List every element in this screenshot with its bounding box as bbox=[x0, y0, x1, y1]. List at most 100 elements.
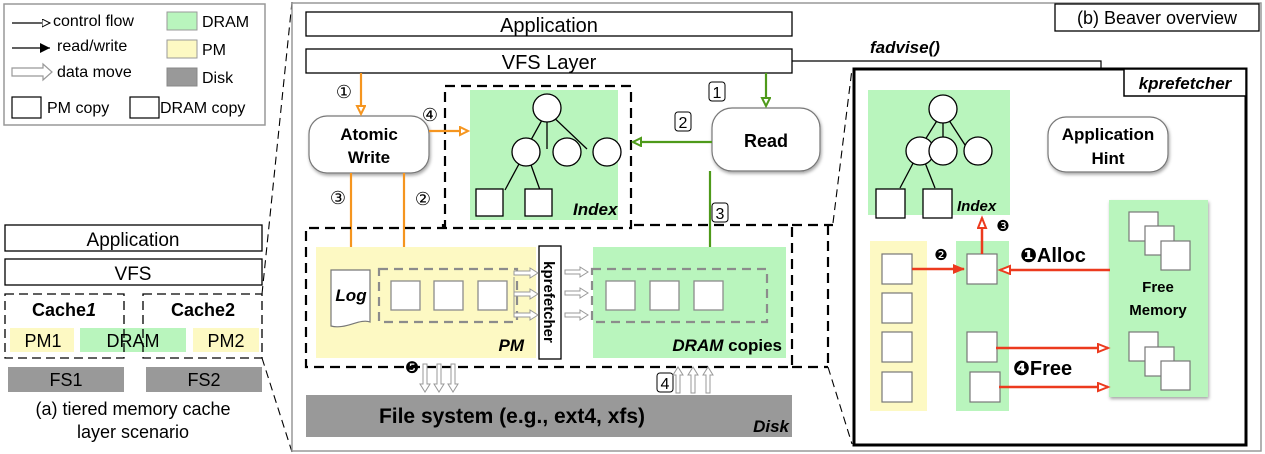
fadvise-label: fadvise() bbox=[870, 38, 940, 57]
panel-a-dram-label: DRAM bbox=[107, 331, 160, 351]
legend-dram: DRAM bbox=[202, 14, 249, 31]
panel-a-cache1-box bbox=[4, 293, 125, 359]
panel-a-cache2-box bbox=[142, 293, 263, 359]
legend-pm: PM bbox=[202, 42, 226, 59]
write-step2-label: ② bbox=[415, 189, 431, 209]
kp-pm-block bbox=[881, 331, 913, 363]
writeback-data-move-arrows bbox=[419, 363, 459, 393]
pm-swatch bbox=[166, 39, 198, 59]
pm-copies-group bbox=[377, 267, 519, 324]
panel-b-caption-box bbox=[1054, 3, 1260, 32]
dram-copies-label: DRAM copies bbox=[672, 336, 782, 355]
dram-swatch bbox=[166, 11, 198, 31]
fetch-data-move-arrows bbox=[672, 366, 714, 394]
write-step1-label: ① bbox=[336, 82, 352, 102]
legend-data-move: data move bbox=[57, 64, 132, 81]
kp-pm-block bbox=[881, 371, 913, 403]
read-step3-badge bbox=[711, 202, 729, 223]
panel-a-application-label: Application bbox=[87, 230, 180, 251]
dram-copy-block bbox=[605, 280, 636, 311]
kp-index-label: Index bbox=[957, 198, 997, 215]
panel-a-pm2-label: PM2 bbox=[207, 331, 244, 351]
panel-a-pm2 bbox=[193, 328, 259, 352]
index-tree-icon bbox=[475, 93, 622, 217]
application-hint-label-line2: Hint bbox=[1091, 149, 1124, 168]
storage-dashed-region bbox=[304, 223, 794, 369]
log-document-icon bbox=[330, 269, 371, 328]
legend-disk: Disk bbox=[202, 70, 234, 87]
step5-label: ❺ bbox=[405, 360, 419, 377]
pm-label: PM bbox=[499, 336, 525, 355]
kp-dram-block bbox=[966, 253, 998, 285]
read-label: Read bbox=[744, 131, 788, 151]
panel-a-vfs-label: VFS bbox=[115, 264, 152, 285]
panel-b-beaver-overview: (b) Beaver overview Application VFS Laye… bbox=[291, 2, 1262, 452]
kprefetcher-title-box bbox=[1123, 68, 1247, 97]
application-hint-label-line1: Application bbox=[1062, 125, 1155, 144]
application-label: Application bbox=[500, 15, 598, 37]
dram-copy-swatch bbox=[129, 96, 160, 119]
legend-dram-copy: DRAM copy bbox=[160, 100, 245, 117]
file-system-box bbox=[306, 395, 792, 437]
application-box bbox=[305, 11, 793, 37]
zoom-connector-bottom bbox=[261, 357, 293, 453]
write-step4-label: ④ bbox=[422, 105, 438, 125]
kprefetcher-zoom-connector-bottom bbox=[827, 366, 853, 445]
panel-a-fs1 bbox=[8, 367, 124, 392]
vfs-layer-label: VFS Layer bbox=[502, 52, 597, 74]
panel-a-application-box bbox=[4, 224, 263, 252]
kprefetcher-to-dram-data-move bbox=[564, 266, 589, 321]
kprefetcher-vertical-box bbox=[538, 245, 562, 360]
atomic-write-box bbox=[308, 115, 430, 174]
panel-a-pm1 bbox=[10, 328, 74, 352]
kp-pm-block bbox=[881, 253, 913, 285]
panel-a-caption-line1: (a) tiered memory cache bbox=[35, 399, 230, 419]
free-memory-label-line2: Memory bbox=[1129, 302, 1187, 319]
atomic-write-label-line1: Atomic bbox=[340, 125, 398, 144]
panel-a-tiered-cache: Application VFS PM1 DRAM PM2 Cache1 Cach… bbox=[4, 224, 263, 442]
free-label: ❹Free bbox=[1013, 358, 1072, 380]
panel-a-cache1-label: Cache1 bbox=[32, 300, 96, 320]
panel-a-caption-line2: layer scenario bbox=[77, 422, 189, 442]
legend-read-write: read/write bbox=[57, 38, 127, 55]
kp-dram-block bbox=[966, 331, 998, 363]
pm-copy-block bbox=[433, 280, 464, 311]
legend: control flow read/write data move DRAM P… bbox=[3, 3, 266, 126]
pm-copy-block bbox=[390, 280, 421, 311]
kp-pm-block bbox=[881, 292, 913, 324]
read-step2-badge bbox=[674, 111, 692, 132]
panel-a-fs2 bbox=[146, 367, 262, 392]
legend-pm-copy: PM copy bbox=[47, 100, 109, 117]
pm-to-kprefetcher-data-move bbox=[513, 267, 539, 321]
panel-a-fs2-label: FS2 bbox=[187, 370, 220, 390]
kp-step2-label: ❷ bbox=[934, 247, 947, 264]
legend-control-flow: control flow bbox=[53, 13, 134, 30]
kprefetcher-panel: kprefetcher Index Application Hint bbox=[852, 67, 1248, 447]
dram-copy-block bbox=[649, 280, 680, 311]
panel-a-cache2-label: Cache2 bbox=[171, 300, 235, 320]
pm-copy-swatch bbox=[11, 96, 42, 119]
index-label: Index bbox=[573, 200, 619, 219]
disk-label: Disk bbox=[753, 417, 790, 436]
panel-b-caption: (b) Beaver overview bbox=[1077, 8, 1238, 28]
kp-index-tree-icon bbox=[875, 94, 993, 219]
kprefetcher-zoom-connector-top bbox=[832, 68, 853, 224]
kprefetcher-vertical-label: kprefetcher bbox=[540, 261, 557, 343]
alloc-label: ❶Alloc bbox=[1020, 245, 1086, 267]
kprefetcher-title: kprefetcher bbox=[1139, 74, 1233, 93]
dram-copies-group bbox=[590, 267, 769, 324]
read-step2-label: 2 bbox=[679, 115, 688, 132]
application-hint-box bbox=[1047, 116, 1169, 173]
log-label: Log bbox=[335, 286, 367, 305]
free-memory-label-line1: Free bbox=[1142, 279, 1174, 296]
vfs-layer-box bbox=[305, 48, 793, 74]
fetch-step4-label: 4 bbox=[661, 376, 670, 393]
free-memory-blocks-top bbox=[1128, 211, 1191, 271]
index-dashed-region bbox=[443, 84, 633, 230]
file-system-label: File system (e.g., ext4, xfs) bbox=[379, 405, 645, 428]
disk-swatch bbox=[166, 67, 198, 87]
atomic-write-label-line2: Write bbox=[348, 148, 390, 167]
data-move-arrow-icon bbox=[11, 62, 53, 82]
zoom-connector-top bbox=[261, 1, 293, 295]
